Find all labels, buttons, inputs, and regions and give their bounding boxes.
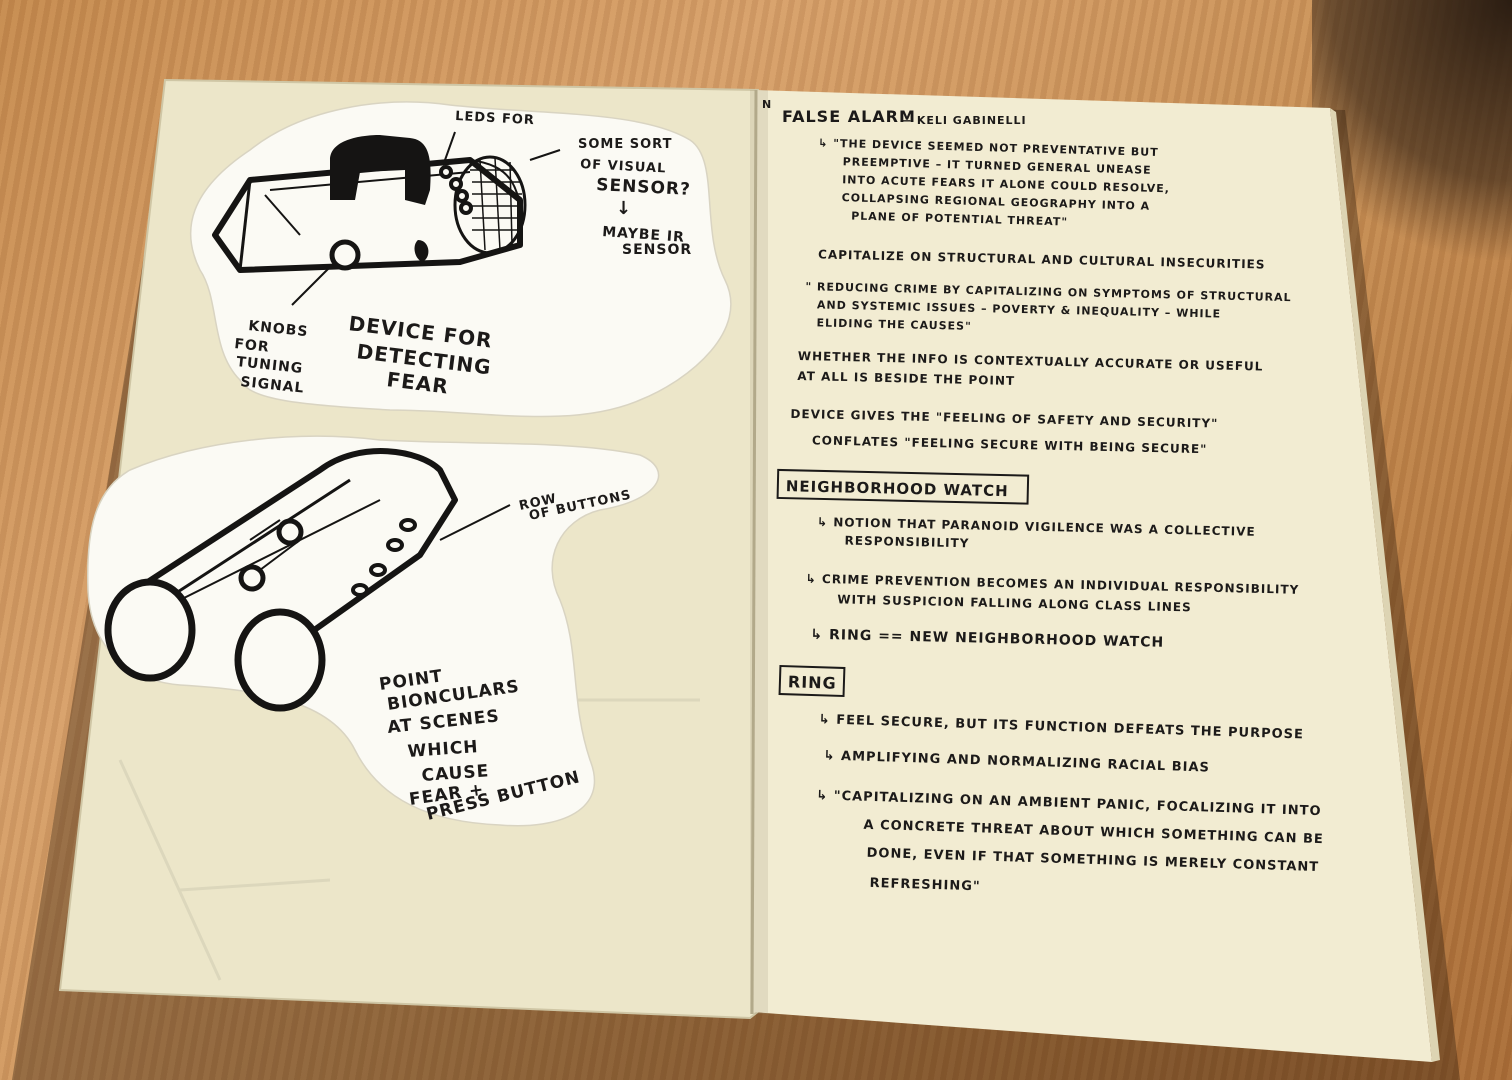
neighborhood-box (776, 468, 1030, 505)
label-knobs-4: SIGNAL (240, 374, 306, 397)
ring-heading: RING (788, 672, 837, 693)
ring-box (778, 664, 846, 698)
page-mark: N (762, 98, 772, 111)
label-ir-1: MAYBE IR (602, 224, 686, 246)
label-sensor-2: OF VISUAL (580, 157, 667, 176)
whether-line2: AT ALL IS BESIDE THE POINT (797, 369, 1015, 388)
arrow-down-icon: ↓ (616, 198, 632, 219)
label-sensor-1: SOME SORT (578, 137, 672, 152)
spine (750, 89, 758, 1015)
label-knobs-1: KNOBS (248, 318, 310, 340)
handle (330, 135, 431, 205)
label-knobs-3: TUNING (236, 354, 304, 377)
lens-left-icon (104, 578, 196, 682)
caption-binoculars-5: CAUSE (421, 761, 490, 786)
quote2-line3: ELIDING THE CAUSES" (816, 316, 971, 333)
led-icons (439, 165, 473, 215)
right-page (752, 90, 1432, 1062)
neighborhood-heading: NEIGHBORHOOD WATCH (786, 477, 1009, 500)
cutout-sketch-2 (86, 435, 660, 827)
buttons-row-icon (351, 518, 417, 597)
knob-icon (329, 239, 361, 271)
label-sensor-3: SENSOR? (596, 175, 692, 200)
label-knobs-2: FOR (234, 336, 271, 356)
ring-item3-line4: REFRESHING" (869, 876, 980, 894)
label-leds: LEDS FOR (455, 109, 535, 128)
nw-item1-line2: RESPONSIBILITY (844, 533, 969, 550)
quote1-line5: PLANE OF POTENTIAL THREAT" (851, 209, 1068, 228)
notes-author: — KELI GABINELLI (900, 114, 1027, 127)
lens-right-icon (234, 608, 326, 712)
binoculars-drawing (118, 448, 458, 668)
caption-binoculars-4: WHICH (407, 737, 479, 762)
notes-title: FALSE ALARM (782, 107, 916, 126)
label-ir-2: SENSOR (622, 242, 692, 258)
